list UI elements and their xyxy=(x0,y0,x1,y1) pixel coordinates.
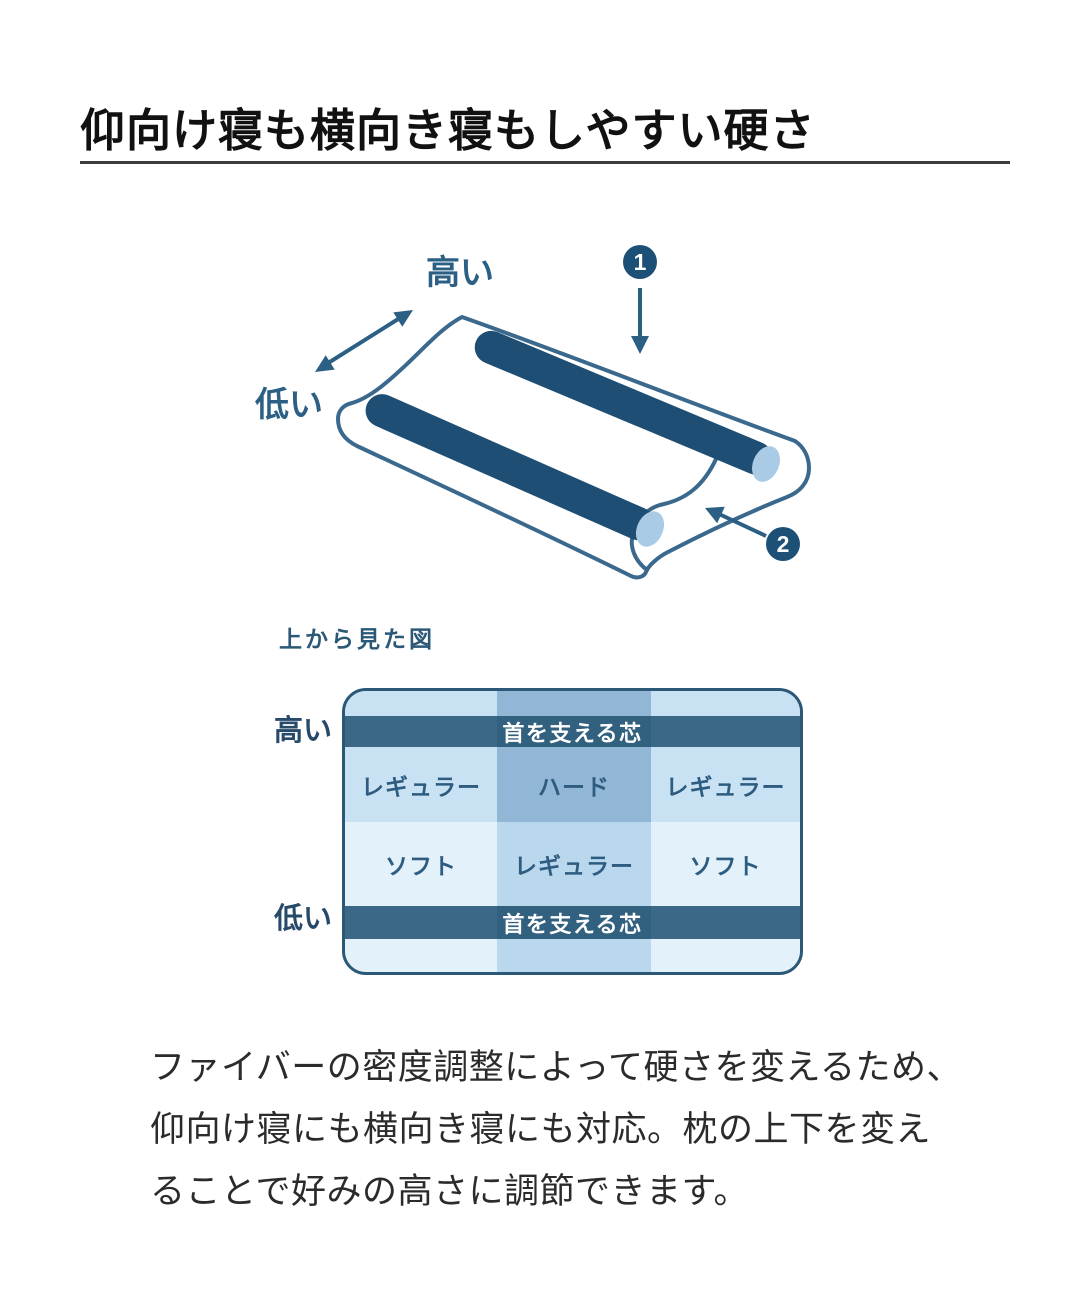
height-double-arrow xyxy=(315,310,413,372)
band-cell xyxy=(345,716,497,747)
neck-core-band-bottom-label: 首を支える芯 xyxy=(502,911,643,937)
grid-top-strip xyxy=(345,691,800,716)
neck-core-band-top: 首を支える芯 xyxy=(345,716,800,747)
marker-2-number: 2 xyxy=(777,531,790,557)
marker-2-arrow-shaft xyxy=(718,512,767,538)
strip-cell xyxy=(651,939,800,972)
marker-2-badge xyxy=(766,527,800,561)
strip-cell xyxy=(345,691,497,716)
neck-core-cylinder-top xyxy=(474,330,780,482)
marker-1-number: 1 xyxy=(634,249,647,275)
top-view-grid: 首を支える芯 レギュラー ハード レギュラー ソフト レギュラー ソフト 首を支… xyxy=(342,688,803,975)
page-title: 仰向け寝も横向き寝もしやすい硬さ xyxy=(80,105,816,156)
neck-core-cylinder-bottom xyxy=(365,394,665,547)
description-text: ファイバーの密度調整によって硬さを変えるため、 仰向け寝にも横向き寝にも対応。枕… xyxy=(150,1037,1030,1223)
firmness-cell-regular: レギュラー xyxy=(345,747,497,822)
description-line-3: ることで好みの高さに調節できます。 xyxy=(150,1172,749,1211)
marker-1-badge xyxy=(623,245,657,279)
firmness-row-2: ソフト レギュラー ソフト xyxy=(345,822,800,906)
firmness-row-1: レギュラー ハード レギュラー xyxy=(345,747,800,822)
pillow-3d-diagram: 高い 低い 1 2 xyxy=(255,245,811,580)
marker-2-arrowhead xyxy=(705,506,725,524)
grid-bottom-strip xyxy=(345,939,800,972)
top-view-caption: 上から見た図 xyxy=(279,626,435,652)
band-cell xyxy=(651,906,800,939)
band-cell xyxy=(651,716,800,747)
band-cell xyxy=(497,906,651,939)
marker-2: 2 xyxy=(705,506,800,561)
description-line-1: ファイバーの密度調整によって硬さを変えるため、 xyxy=(150,1048,962,1087)
marker-1-arrowhead xyxy=(631,336,649,354)
marker-1: 1 xyxy=(623,245,657,354)
band-cell xyxy=(497,716,651,747)
cylinder-top-cap xyxy=(752,446,780,482)
label-high-3d: 高い xyxy=(426,254,494,292)
pillow-outline xyxy=(336,315,811,580)
strip-cell xyxy=(345,939,497,972)
firmness-cell-regular: レギュラー xyxy=(651,747,800,822)
grid-label-low: 低い xyxy=(273,903,332,935)
cylinder-bottom-cap xyxy=(635,511,665,547)
grid-label-high: 高い xyxy=(273,715,332,747)
firmness-cell-soft: ソフト xyxy=(651,822,800,906)
firmness-cell-soft: ソフト xyxy=(345,822,497,906)
band-cell xyxy=(345,906,497,939)
description-line-2: 仰向け寝にも横向き寝にも対応。枕の上下を変え xyxy=(150,1110,932,1149)
label-low-3d: 低い xyxy=(255,386,323,424)
strip-cell xyxy=(497,939,651,972)
firmness-cell-regular: レギュラー xyxy=(497,822,651,906)
strip-cell xyxy=(497,691,651,716)
title-underline xyxy=(80,161,1010,164)
neck-core-band-bottom: 首を支える芯 xyxy=(345,906,800,939)
firmness-cell-hard: ハード xyxy=(497,747,651,822)
neck-core-band-top-label: 首を支える芯 xyxy=(502,720,643,746)
strip-cell xyxy=(651,691,800,716)
